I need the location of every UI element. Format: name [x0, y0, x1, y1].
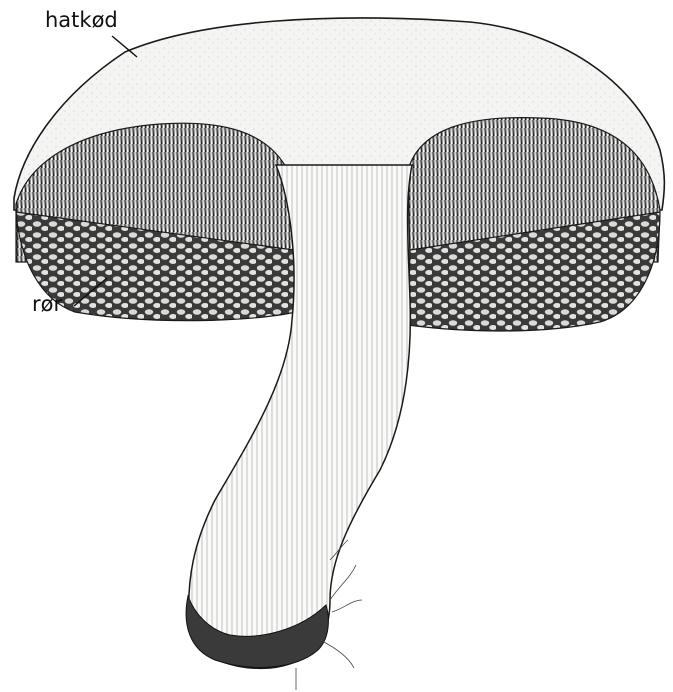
cap-flesh-label: hatkød [45, 8, 118, 32]
tubes-label: rør [32, 292, 62, 316]
